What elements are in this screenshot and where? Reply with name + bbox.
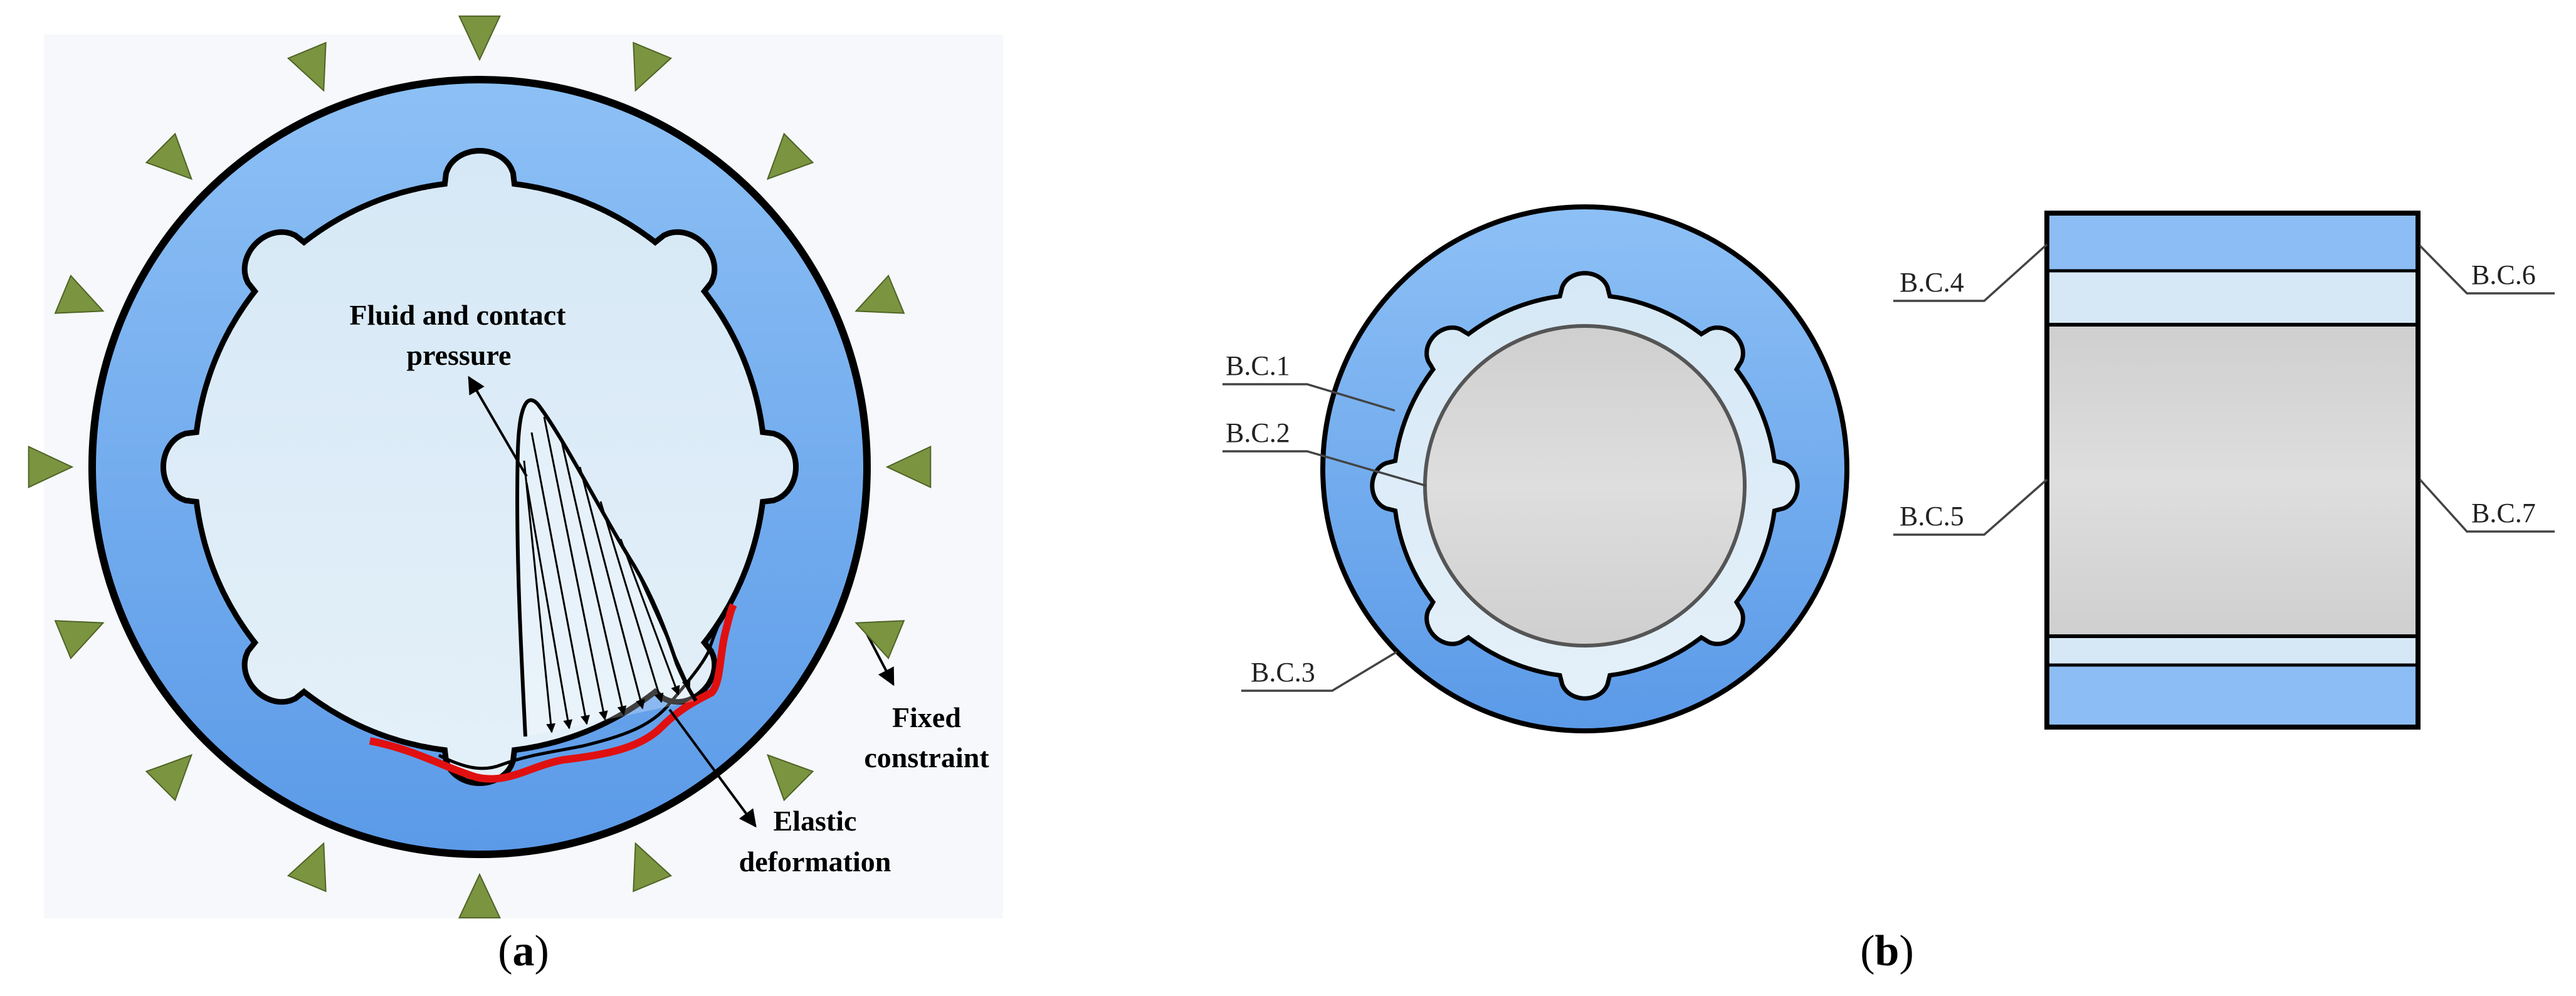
- bc4-leader: [1893, 243, 2048, 302]
- constraint-triangle: [633, 41, 673, 92]
- section-shaft: [1423, 324, 1747, 647]
- constraint-triangle: [54, 274, 105, 314]
- elastic-label-line1: Elastic: [774, 805, 857, 837]
- pressure-label-line1: Fluid and contact: [349, 299, 566, 331]
- constraint-triangle: [633, 842, 673, 893]
- constraint-triangle: [287, 41, 327, 92]
- side-view: [2044, 211, 2421, 730]
- side-view-sleeve-bottom: [2049, 665, 2416, 725]
- bearing-bore: [160, 147, 799, 787]
- side-view-liner-top: [2049, 271, 2416, 325]
- deformed-contour: [438, 613, 726, 770]
- constraint-triangle: [766, 753, 814, 802]
- fixed-label-line1: Fixed: [892, 701, 961, 733]
- constraint-triangle: [458, 873, 501, 919]
- constraint-triangle: [145, 132, 193, 181]
- bc6-label: B.C.6: [2471, 259, 2536, 290]
- bc3-leader: [1241, 651, 1397, 692]
- constraint-triangle: [54, 620, 105, 660]
- bc1-label: B.C.1: [1226, 350, 1290, 381]
- side-view-shaft: [2049, 325, 2416, 636]
- pressure-arrows: [523, 416, 691, 733]
- elastic-deformation-curve: [369, 603, 737, 783]
- constraint-triangle: [458, 15, 501, 61]
- constraint-triangle: [854, 620, 905, 660]
- bc5-leader: [1893, 478, 2048, 536]
- side-view-sleeve-top: [2049, 216, 2416, 271]
- bc2-leader: [1222, 450, 1427, 487]
- fixed-label-line2: constraint: [864, 742, 989, 773]
- bc-leaders: [1222, 243, 2555, 692]
- side-view-border: [2044, 211, 2421, 730]
- caption-b: (b): [1860, 927, 1914, 975]
- constraint-triangle: [766, 132, 814, 181]
- bc7-label: B.C.7: [2471, 498, 2536, 528]
- panel-a: Fluid and contact pressure Elastic defor…: [28, 15, 1003, 975]
- bc1-leader: [1222, 383, 1396, 412]
- bc6-leader: [2419, 244, 2555, 295]
- pressure-label-arrow: [468, 375, 528, 478]
- constraint-triangle: [854, 274, 905, 314]
- bc2-label: B.C.2: [1226, 417, 1290, 448]
- elastic-label-line2: deformation: [739, 846, 891, 878]
- bc7-leader: [2419, 478, 2555, 533]
- fixed-constraints: [28, 15, 932, 919]
- constraint-triangle: [885, 446, 932, 488]
- constraint-triangle: [28, 446, 74, 488]
- bc5-label: B.C.5: [1900, 501, 1964, 532]
- elastic-label-arrow: [668, 708, 757, 828]
- side-view-liner-bottom: [2049, 636, 2416, 665]
- constraint-triangle: [287, 842, 327, 893]
- bc4-label: B.C.4: [1900, 267, 1964, 298]
- pressure-label-line2: pressure: [407, 339, 512, 371]
- bc3-label: B.C.3: [1251, 657, 1315, 688]
- panel-b: B.C.1 B.C.2 B.C.3 B.C.4 B.C.5 B.C.6 B.C.…: [1222, 204, 2555, 975]
- caption-a: (a): [498, 927, 549, 975]
- constraint-triangle: [145, 753, 193, 802]
